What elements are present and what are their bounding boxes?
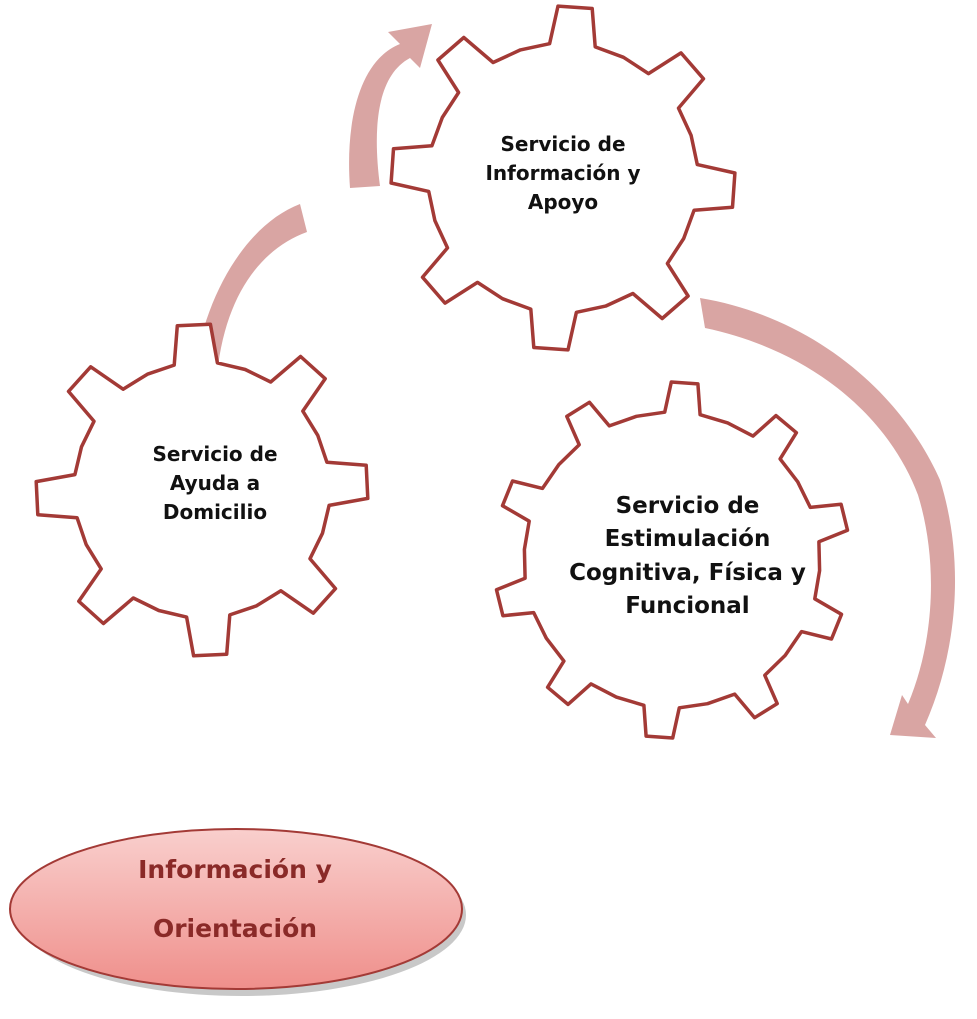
gear-label-line: Servicio de: [152, 442, 278, 466]
gear-ayuda-domicilio: [34, 322, 370, 658]
gear-label-line: Ayuda a: [169, 471, 261, 495]
arrow-right: [700, 298, 956, 738]
gear-estimulacion: [494, 380, 850, 740]
gear-label-line: Domicilio: [162, 500, 268, 524]
gear-label-info-apoyo: Servicio de Información y Apoyo: [448, 130, 678, 217]
gear-label-ayuda-domicilio: Servicio de Ayuda a Domicilio: [120, 440, 310, 527]
gear-label-estimulacion: Servicio de Estimulación Cognitiva, Físi…: [555, 490, 820, 623]
gear-label-line: Servicio de: [615, 493, 760, 519]
gear-label-line: Información y: [485, 161, 641, 185]
gear-info-apoyo: [389, 4, 737, 352]
gear-label-line: Servicio de: [500, 132, 626, 156]
gear-label-line: Funcional: [625, 593, 750, 620]
arrow-top: [349, 24, 432, 188]
ellipse-label-line: Orientación: [152, 914, 318, 943]
ellipse-label-line: Información y: [138, 855, 332, 884]
ellipse-label: Información y Orientación: [60, 840, 410, 958]
gear-label-line: Apoyo: [527, 190, 599, 214]
gear-label-line: Cognitiva, Física y: [569, 559, 806, 586]
info-orientacion-ellipse: [9, 828, 463, 990]
gear-label-line: Estimulación: [604, 526, 771, 553]
